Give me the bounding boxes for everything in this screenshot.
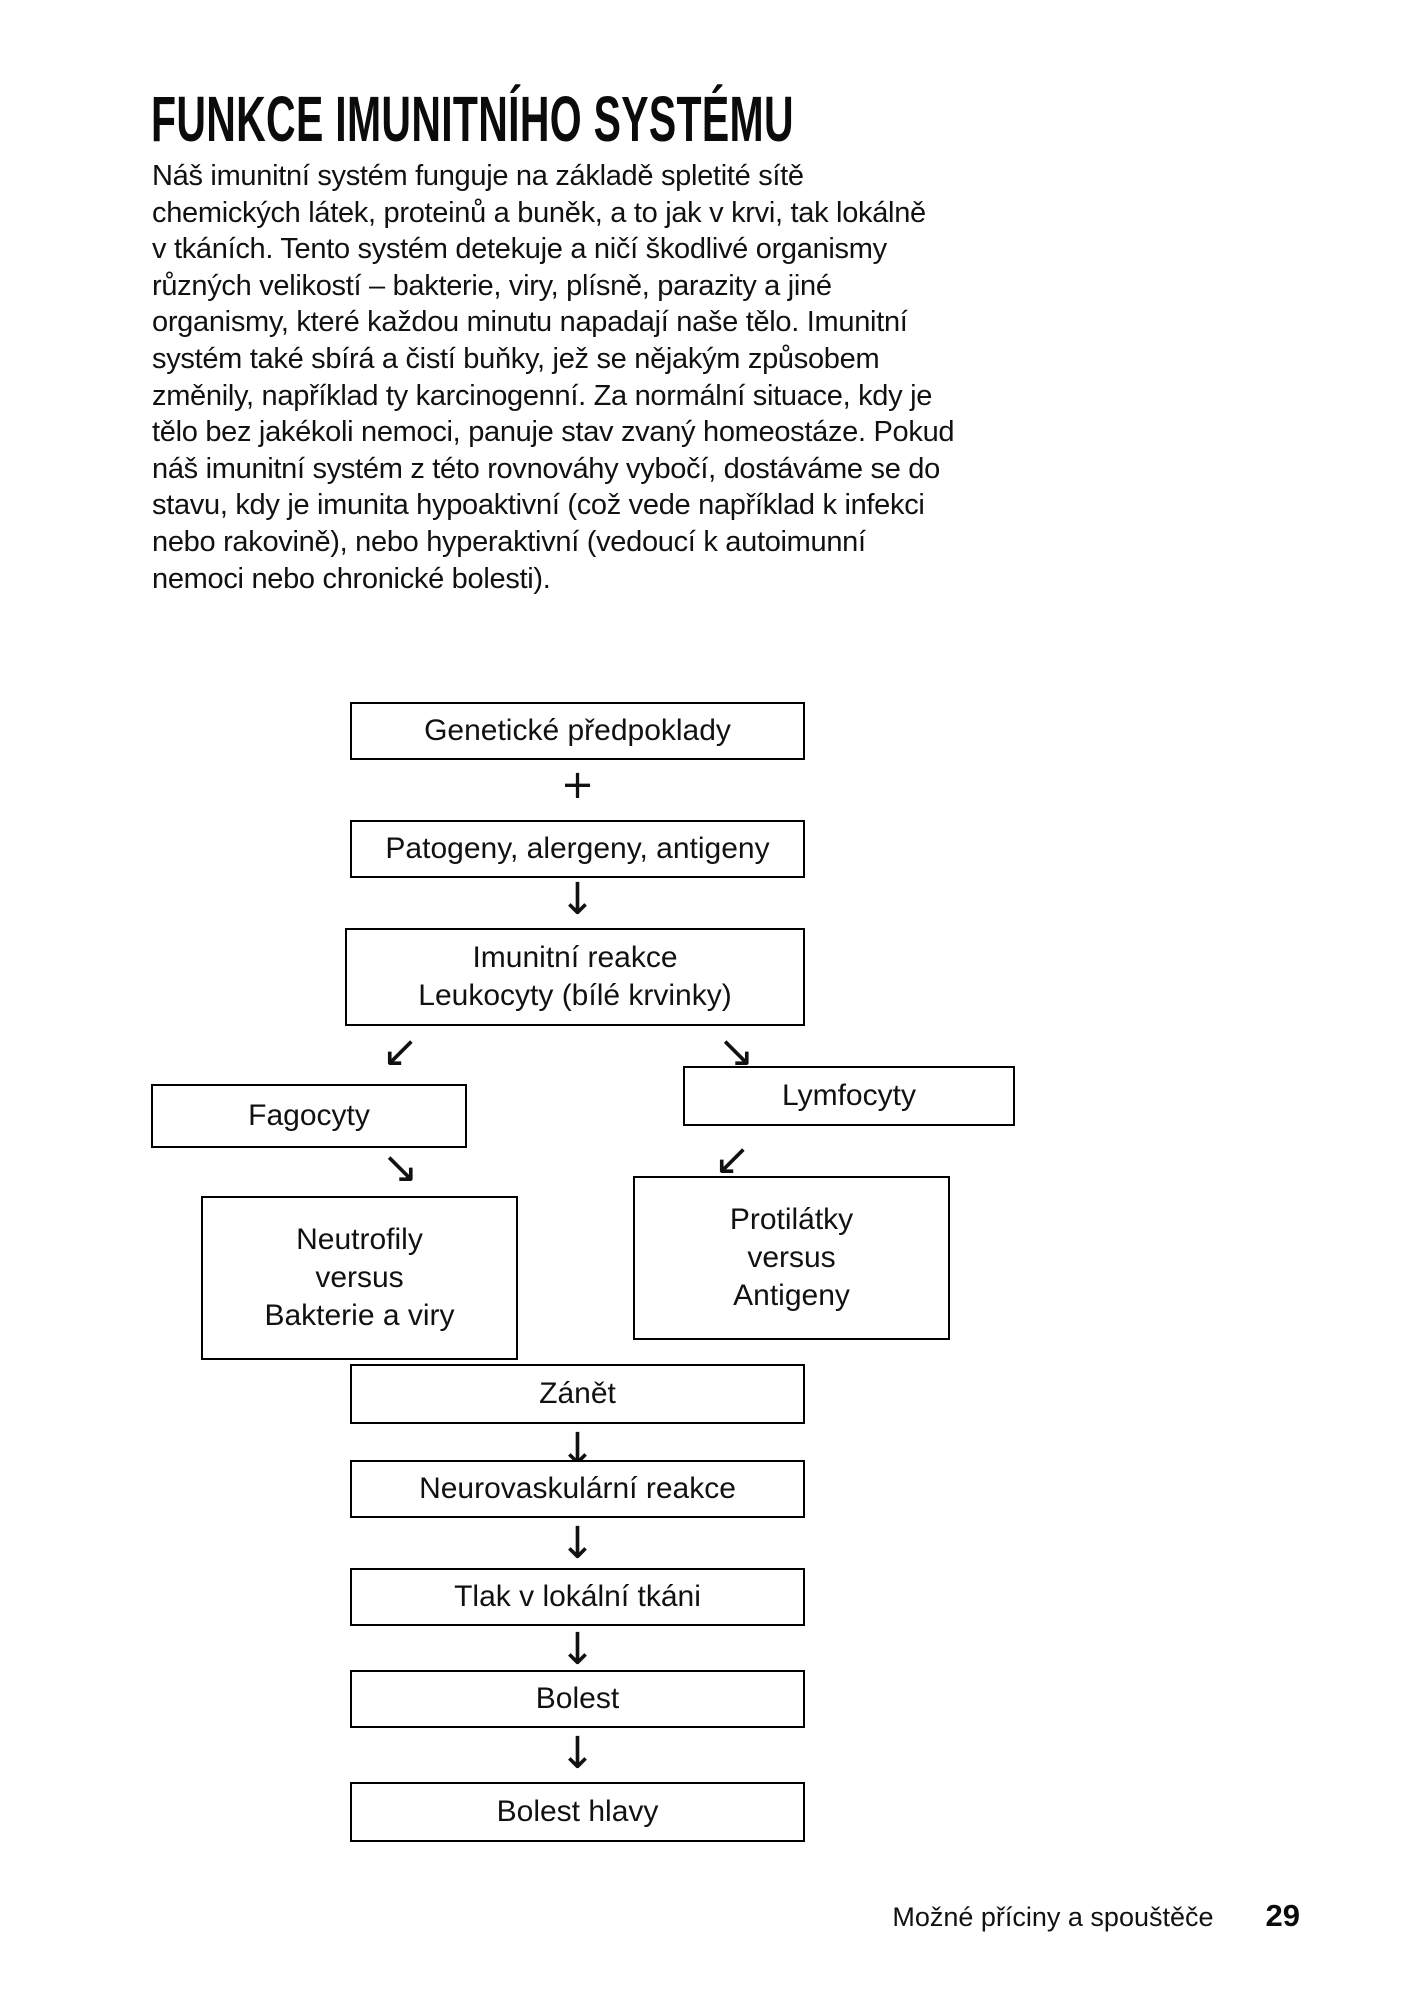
flowchart-node-headache: Bolest hlavy bbox=[350, 1782, 805, 1842]
flowchart-node-lymphocytes: Lymfocyty bbox=[683, 1066, 1015, 1126]
arrow-down-icon: ↓ bbox=[559, 1728, 596, 1779]
flowchart-node-tissue-pressure: Tlak v lokální tkáni bbox=[350, 1568, 805, 1626]
arrow-down-left-icon: ↙ bbox=[713, 1134, 751, 1185]
flowchart-node-immune-reaction: Imunitní reakce Leukocyty (bílé krvinky) bbox=[345, 928, 805, 1026]
flowchart-node-inflammation: Zánět bbox=[350, 1364, 805, 1424]
plus-icon: + bbox=[560, 762, 595, 808]
flowchart-node-genetics: Genetické předpoklady bbox=[350, 702, 805, 760]
arrow-down-icon: ↓ bbox=[559, 874, 596, 925]
flowchart-node-antibodies: Protilátky versus Antigeny bbox=[633, 1176, 950, 1340]
flowchart-node-neurovascular: Neurovaskulární reakce bbox=[350, 1460, 805, 1518]
arrow-down-icon: ↓ bbox=[559, 1518, 596, 1569]
flowchart-node-phagocytes: Fagocyty bbox=[151, 1084, 467, 1148]
arrow-down-left-icon: ↙ bbox=[381, 1026, 419, 1077]
arrow-down-right-icon: ↘ bbox=[381, 1142, 419, 1193]
flowchart-node-pathogens: Patogeny, alergeny, antigeny bbox=[350, 820, 805, 878]
footer-section-label: Možné příciny a spouštěče bbox=[892, 1902, 1214, 1932]
page-footer: Možné příciny a spouštěče 29 bbox=[0, 1898, 1300, 1934]
page-title: FUNKCE IMUNITNÍHO SYSTÉMU bbox=[151, 83, 794, 155]
flowchart-node-neutrophils: Neutrofily versus Bakterie a viry bbox=[201, 1196, 518, 1360]
flowchart-node-pain: Bolest bbox=[350, 1670, 805, 1728]
intro-paragraph: Náš imunitní systém funguje na základě s… bbox=[152, 160, 955, 595]
footer-page-number: 29 bbox=[1265, 1898, 1300, 1933]
arrow-down-icon: ↓ bbox=[559, 1624, 596, 1675]
